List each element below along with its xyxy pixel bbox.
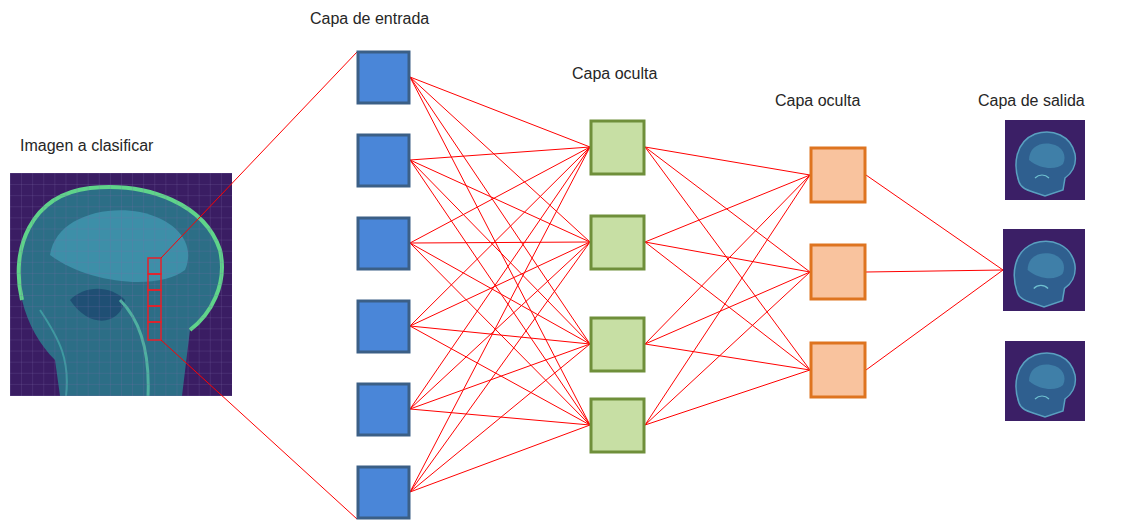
output-images — [1003, 120, 1085, 421]
weight-line — [645, 272, 810, 344]
weight-line — [410, 147, 590, 160]
weight-line — [410, 77, 590, 425]
weight-line — [866, 270, 1003, 272]
weight-line — [410, 242, 590, 326]
weight-line — [410, 242, 590, 243]
weight-line — [410, 242, 590, 409]
hidden-neurons-1 — [591, 121, 644, 452]
connections — [161, 52, 1003, 519]
weight-line — [866, 270, 1003, 370]
weight-line — [410, 344, 590, 409]
mri-image — [10, 173, 232, 396]
layer-title: Capa oculta — [775, 91, 860, 111]
weight-line — [645, 242, 810, 272]
weight-line — [645, 242, 810, 370]
layer-title: Capa oculta — [572, 64, 657, 84]
weight-line — [645, 147, 810, 175]
selected-pixels — [148, 258, 161, 340]
weight-line — [645, 370, 810, 425]
weight-line — [645, 147, 810, 272]
weight-line — [410, 147, 590, 409]
weight-line — [410, 147, 590, 492]
weight-line — [410, 409, 590, 425]
weight-line — [410, 425, 590, 492]
weight-line — [410, 243, 590, 344]
weight-line — [410, 160, 590, 344]
weight-line — [645, 175, 810, 425]
weight-line — [410, 147, 590, 243]
weight-line — [410, 77, 590, 344]
layer-title: Capa de salida — [978, 91, 1085, 111]
weight-line — [645, 147, 810, 370]
weight-line — [410, 242, 590, 492]
weight-line — [645, 175, 810, 344]
weight-line — [410, 147, 590, 326]
input-neurons — [358, 52, 409, 518]
weight-line — [410, 243, 590, 425]
weight-line — [410, 77, 590, 242]
weight-line — [645, 272, 810, 425]
weight-line — [410, 160, 590, 242]
layer-title: Capa de entrada — [310, 9, 429, 29]
image-title: Imagen a clasificar — [20, 136, 153, 156]
hidden-neurons-2 — [811, 148, 865, 397]
weight-line — [410, 326, 590, 425]
weight-line — [410, 77, 590, 147]
weight-line — [866, 175, 1003, 270]
weight-line — [645, 175, 810, 242]
weight-line — [410, 344, 590, 492]
